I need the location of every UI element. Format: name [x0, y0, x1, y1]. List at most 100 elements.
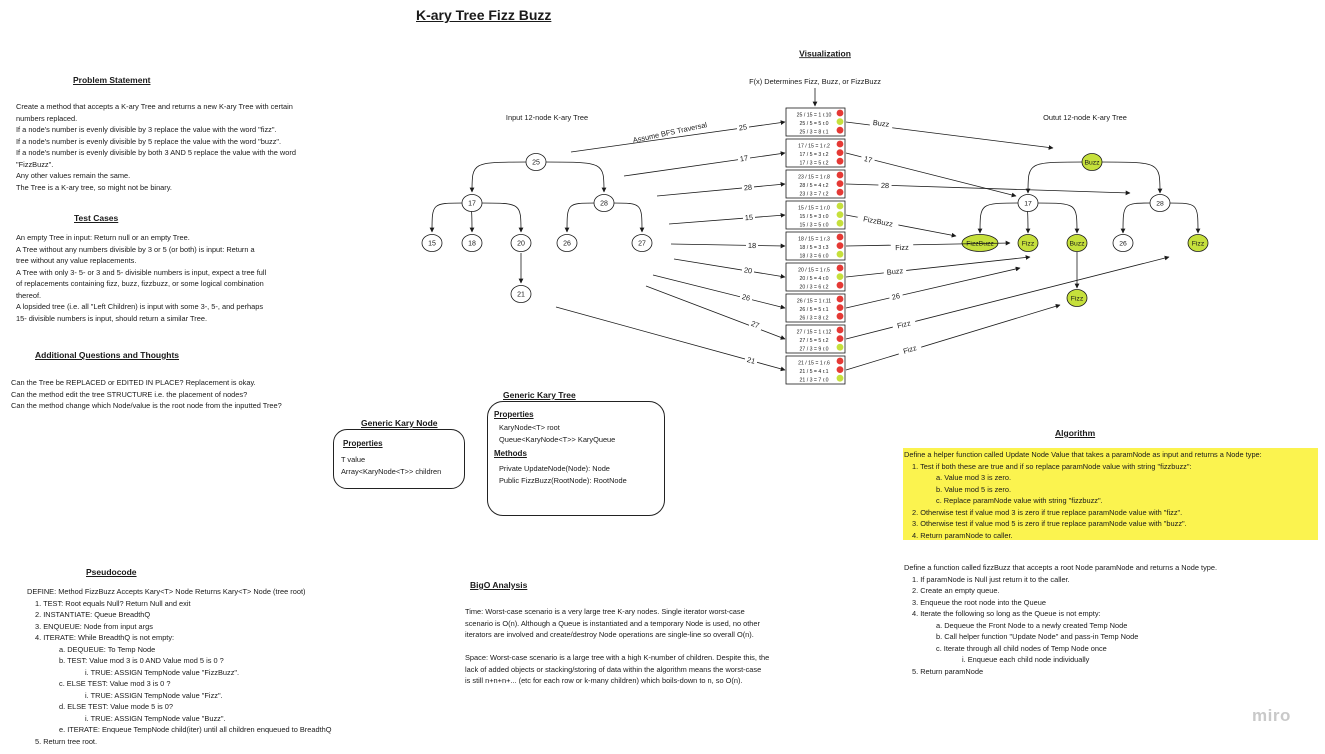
tests-text: An empty Tree in input: Return null or a… [16, 232, 266, 324]
text-line: 4. Return paramNode to caller. [912, 530, 1013, 540]
miro-logo: miro [1252, 706, 1291, 725]
problem-heading: Problem Statement [73, 75, 151, 85]
output-tree-edge [1120, 202, 1153, 234]
compute-row: 15 / 3 = 5 r.0 [800, 223, 829, 229]
text-line: 3. Otherwise test if value mod 5 is zero… [912, 519, 1187, 528]
edge-label-bg [749, 320, 761, 330]
text-line: b. Call helper function "Update Node" an… [936, 632, 1139, 641]
compute-box [785, 231, 846, 261]
text-line: Define a helper function called Update N… [904, 450, 1262, 459]
compute-to-output-edge [845, 303, 1061, 371]
generic-node-heading: Generic Kary Node [361, 418, 438, 428]
algorithm-main-text: Define a function called fizzBuzz that a… [904, 562, 1217, 677]
compute-row: 18 / 5 = 3 r.3 [800, 245, 829, 251]
input-edge-label: 26 [741, 292, 751, 303]
text-line: 2. INSTANTIATE: Queue BreadthQ [35, 610, 151, 619]
text-line: c. Iterate through all child nodes of Te… [936, 643, 1107, 653]
output-tree-edge [1035, 202, 1080, 234]
text-line: 4. Iterate the following so long as the … [912, 609, 1101, 618]
edge-label-bg [743, 213, 755, 223]
compute-row: 15 / 5 = 3 r.0 [800, 214, 829, 220]
questions-heading: Additional Questions and Thoughts [35, 350, 180, 360]
output-node [1187, 234, 1209, 252]
edge-label-bg [745, 356, 757, 366]
compute-dot [836, 343, 844, 351]
compute-row: 21 / 5 = 4 r.1 [800, 369, 829, 375]
text-line: lack of added objects or stacking/storin… [465, 664, 762, 674]
input-tree-edge [479, 202, 524, 233]
output-tree-edge [1099, 161, 1163, 194]
output-node-label: Fizz [1192, 240, 1205, 247]
text-line: d. ELSE TEST: Value mode 5 is 0? [59, 702, 173, 711]
edge-label-bg [737, 123, 749, 133]
input-to-compute-edge [670, 243, 786, 249]
text-line: Space: Worst-case scenario is a large tr… [465, 653, 770, 662]
text-line: Any other values remain the same. [16, 171, 131, 180]
output-edge-label: 28 [881, 181, 890, 190]
text-line: A Tree with only 3- 5- or 3 and 5- divis… [16, 267, 267, 277]
compute-box [785, 262, 846, 292]
text-line: Private UpdateNode(Node): Node [499, 464, 610, 473]
output-edge-label: Buzz [872, 118, 890, 129]
text-line: Can the Tree be REPLACED or EDITED IN PL… [11, 378, 256, 387]
bigo-time-text: Time: Worst-case scenario is a very larg… [465, 606, 760, 641]
compute-dot [836, 118, 844, 125]
text-line: c. ELSE TEST: Value mod 3 is 0 ? [59, 679, 171, 688]
input-edge-label: 20 [743, 265, 753, 275]
compute-dot [836, 281, 844, 289]
output-node [1017, 194, 1039, 212]
compute-row: 20 / 15 = 1 r.5 [798, 267, 830, 273]
compute-dot [836, 171, 844, 179]
text-line: i. TRUE: ASSIGN TempNode value "Fizz". [85, 690, 223, 700]
generic-tree-methods-label: Methods [494, 449, 527, 458]
output-node-label: Fizz [1022, 240, 1035, 247]
text-line: A Tree without any numbers divisible by … [16, 244, 255, 254]
input-node-label: 15 [428, 240, 436, 247]
compute-row: 15 / 15 = 1 r.0 [798, 205, 830, 211]
input-node [631, 234, 653, 252]
questions-text: Can the Tree be REPLACED or EDITED IN PL… [11, 377, 282, 412]
input-node-label: 26 [563, 240, 571, 247]
compute-dot [836, 295, 844, 303]
input-tree-edge [564, 202, 597, 233]
edge-label-bg [890, 243, 914, 253]
edge-label-bg [892, 320, 916, 330]
compute-box [785, 293, 846, 323]
text-line: Define a function called fizzBuzz that a… [904, 563, 1218, 572]
generic-tree-props-label: Properties [494, 410, 534, 419]
edge-label-bg [878, 181, 892, 191]
output-edge-label: Buzz [886, 266, 904, 277]
output-node-label: Fizz [1071, 295, 1084, 302]
input-node-label: 25 [532, 159, 540, 166]
output-node-label: 26 [1119, 240, 1127, 247]
text-line: of replacements containing fizz, buzz, f… [16, 279, 264, 288]
input-node [593, 194, 615, 212]
compute-dot [836, 312, 844, 320]
text-line: "FizzBuzz". [16, 159, 54, 169]
input-edge-label: 15 [745, 213, 754, 223]
output-tree-label: Outut 12-node K-ary Tree [1043, 113, 1127, 122]
input-edge-label: 28 [743, 183, 752, 193]
text-line: 5. Return paramNode [912, 666, 984, 676]
text-line: T value [341, 455, 366, 464]
output-edge-label: Fizz [895, 243, 909, 252]
text-line: c. Replace paramNode value with string "… [936, 496, 1103, 505]
output-node-label: Buzz [1084, 159, 1100, 166]
compute-dot [836, 242, 844, 250]
compute-dot [836, 366, 844, 373]
compute-dot [836, 374, 844, 382]
compute-dot [836, 126, 844, 134]
input-node-label: 28 [600, 200, 608, 207]
compute-row: 18 / 15 = 1 r.3 [798, 236, 830, 242]
compute-to-output-edge [845, 183, 1131, 196]
edge-label-bg [742, 183, 754, 193]
output-node [1066, 289, 1088, 307]
output-node [1149, 194, 1171, 212]
output-edge-label: Fizz [902, 343, 918, 356]
compute-row: 25 / 5 = 5 r.0 [800, 121, 829, 127]
compute-row: 17 / 3 = 5 r.2 [800, 161, 829, 167]
edge-label-bg [738, 154, 750, 164]
input-tree-edge [429, 202, 465, 233]
